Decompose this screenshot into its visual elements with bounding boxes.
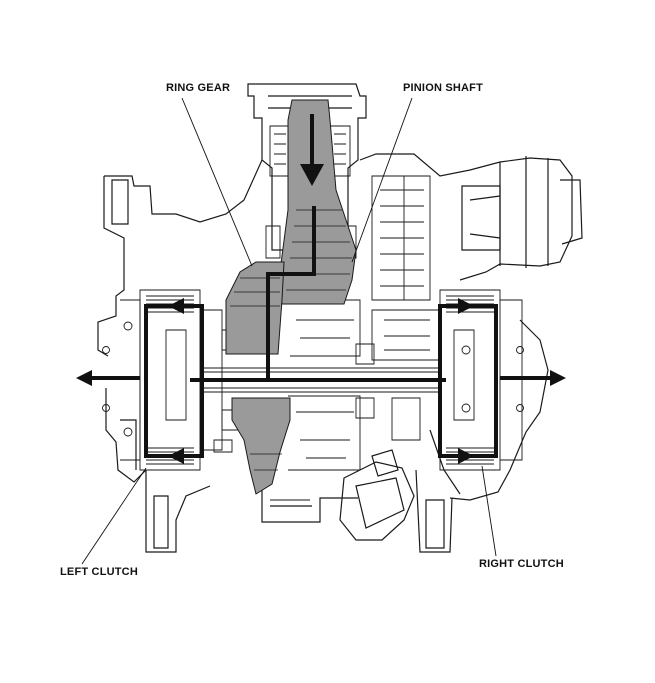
ring-gear-label: RING GEAR bbox=[166, 82, 231, 94]
left-clutch-pack bbox=[102, 289, 223, 471]
pinion-shaft-part bbox=[277, 99, 357, 305]
leader-ring-gear bbox=[181, 97, 253, 267]
gear-teeth bbox=[230, 209, 352, 471]
flow-right-clutch-loop bbox=[438, 304, 498, 458]
power-flow bbox=[76, 114, 566, 464]
pinion-shaft-label: PINION SHAFT bbox=[403, 82, 484, 94]
shaded-gears bbox=[225, 99, 357, 495]
ring-gear-lower bbox=[231, 397, 291, 495]
left-clutch-label: LEFT CLUTCH bbox=[60, 566, 138, 578]
housing-outline bbox=[97, 83, 583, 553]
leader-lines bbox=[81, 97, 497, 565]
flow-input-arrowhead bbox=[300, 164, 324, 186]
right-clutch-label: RIGHT CLUTCH bbox=[479, 558, 564, 570]
leader-left-clutch bbox=[81, 467, 147, 565]
leader-right-clutch bbox=[481, 465, 497, 557]
flow-to-ring-gear bbox=[266, 206, 316, 380]
leader-pinion-shaft bbox=[351, 97, 413, 263]
flow-left-clutch-loop bbox=[144, 304, 204, 458]
